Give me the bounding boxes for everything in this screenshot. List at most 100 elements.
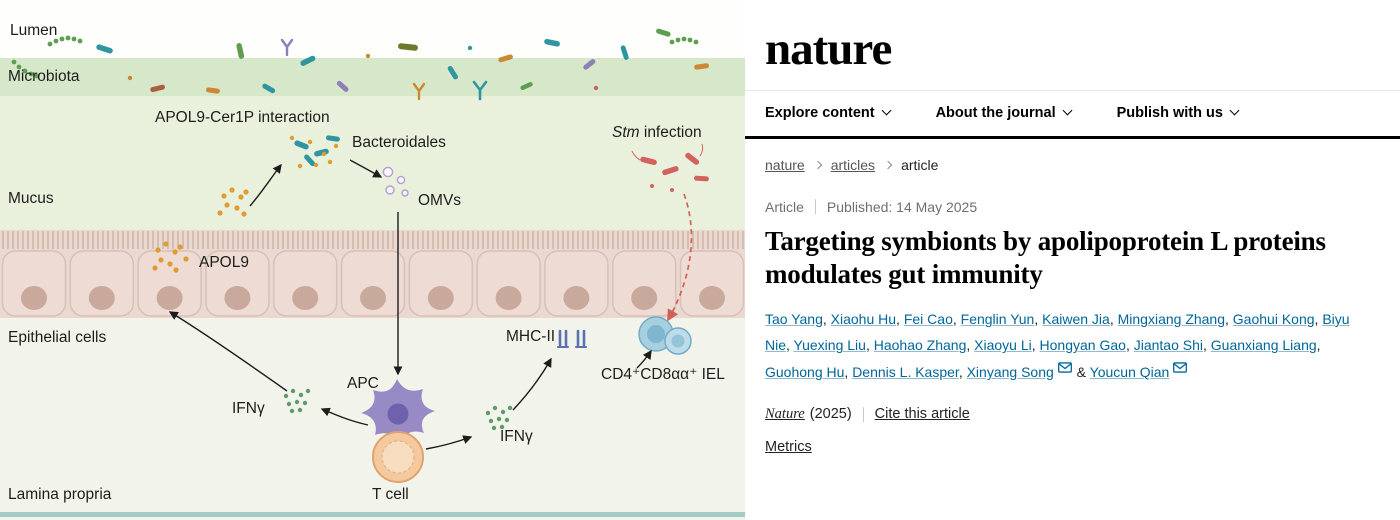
- epithelial-cell-row: [1, 250, 745, 317]
- brush-border: [2, 231, 744, 249]
- journal-year: (2025): [809, 406, 852, 423]
- author-link[interactable]: Fei Cao: [903, 310, 953, 327]
- author-separator: ,: [1031, 337, 1040, 354]
- breadcrumb-nature[interactable]: nature: [765, 156, 805, 173]
- t-cell-shape: [372, 431, 424, 483]
- author-separator: ,: [1125, 337, 1134, 354]
- label-apol9-cer1p: APOL9-Cer1P interaction: [155, 109, 330, 126]
- author-link[interactable]: Guanxiang Liang: [1210, 337, 1317, 354]
- author-separator: ,: [896, 310, 904, 327]
- author-separator: ,: [1034, 310, 1043, 327]
- author-separator: ,: [966, 337, 975, 354]
- bacteroidales-cluster: [289, 135, 340, 169]
- author-link[interactable]: Tao Yang: [765, 310, 823, 327]
- nav-label: About the journal: [935, 104, 1056, 121]
- label-apol9: APOL9: [199, 254, 249, 271]
- article-page: nature Explore content About the journal…: [745, 0, 1400, 520]
- nature-logo[interactable]: nature: [765, 23, 892, 75]
- published-date: Published: 14 May 2025: [826, 198, 978, 215]
- article-meta: Article Published: 14 May 2025: [765, 199, 1372, 215]
- citation-row: Nature (2025) Cite this article: [765, 406, 1372, 423]
- apc-cell: [361, 379, 435, 444]
- label-microbiota: Microbiota: [8, 68, 80, 85]
- nav-about-the-journal[interactable]: About the journal: [935, 104, 1073, 121]
- omv-icons: [382, 166, 409, 197]
- chevron-right-icon: [813, 160, 822, 170]
- author-link[interactable]: Xiaohu Hu: [830, 310, 897, 327]
- mhc2-icons: [557, 329, 587, 348]
- label-bacteroidales: Bacteroidales: [352, 134, 446, 151]
- figure-arrows: [168, 159, 652, 450]
- author-link[interactable]: Hongyan Gao: [1039, 337, 1126, 354]
- cite-link[interactable]: Cite this article: [874, 406, 970, 423]
- nav-explore-content[interactable]: Explore content: [765, 104, 892, 121]
- author-link[interactable]: Jiantao Shi: [1133, 337, 1203, 354]
- author-link[interactable]: Fenglin Yun: [960, 310, 1035, 327]
- author-separator: ,: [1314, 310, 1323, 327]
- author-link[interactable]: Kaiwen Jia: [1042, 310, 1110, 327]
- label-ifng-left: IFNγ: [232, 400, 265, 417]
- metrics-link[interactable]: Metrics: [765, 438, 812, 455]
- label-ifng-right: IFNγ: [500, 428, 533, 445]
- author-separator: ,: [1316, 337, 1321, 354]
- ifng-dots-left: [283, 388, 311, 414]
- chevron-down-icon: [1229, 105, 1240, 116]
- author-link[interactable]: Xiaoyu Li: [974, 337, 1032, 354]
- author-separator: ,: [1225, 310, 1233, 327]
- nav-label: Explore content: [765, 104, 875, 121]
- author-link[interactable]: Yuexing Liu: [793, 337, 866, 354]
- author-separator: ,: [844, 364, 853, 381]
- breadcrumb: nature articles article: [765, 157, 1372, 173]
- author-separator: ,: [822, 310, 831, 327]
- article-title: Targeting symbionts by apolipoprotein L …: [765, 225, 1326, 290]
- chevron-down-icon: [881, 105, 892, 116]
- apol9-dots: [152, 187, 249, 273]
- gut-immunity-figure: [0, 28, 745, 520]
- label-stm-infection: Stm infection: [612, 124, 702, 142]
- label-epithelial-cells: Epithelial cells: [8, 329, 107, 346]
- label-t-cell: T cell: [372, 486, 409, 503]
- separator-bar: [814, 199, 816, 215]
- author-link[interactable]: Gaohui Kong: [1232, 310, 1315, 327]
- microbiota-band: [0, 58, 745, 96]
- author-link[interactable]: Haohao Zhang: [873, 337, 967, 354]
- stm-bacteria-icons: [631, 143, 709, 192]
- separator-bar: [862, 406, 864, 422]
- author-separator: ,: [952, 310, 961, 327]
- nav-label: Publish with us: [1116, 104, 1223, 121]
- author-link[interactable]: Xinyang Song: [966, 364, 1054, 381]
- chevron-down-icon: [1062, 105, 1073, 116]
- stm-rest: infection: [639, 124, 702, 141]
- author-link[interactable]: Youcun Qian: [1089, 364, 1170, 381]
- infection-arrow: [667, 193, 693, 322]
- nav-publish-with-us[interactable]: Publish with us: [1116, 104, 1240, 121]
- label-iel: CD4⁺CD8αα⁺ IEL: [601, 366, 725, 383]
- breadcrumb-articles[interactable]: articles: [830, 156, 876, 173]
- author-link[interactable]: Biyu Nie: [765, 310, 1350, 354]
- author-link[interactable]: Mingxiang Zhang: [1117, 310, 1226, 327]
- author-separator: &: [1072, 364, 1090, 381]
- author-link[interactable]: Guohong Hu: [765, 364, 845, 381]
- author-separator: ,: [786, 337, 794, 354]
- article-type: Article: [765, 198, 804, 215]
- author-link[interactable]: Dennis L. Kasper: [852, 364, 959, 381]
- label-omvs: OMVs: [418, 192, 462, 209]
- journal-link[interactable]: Nature: [765, 405, 805, 422]
- label-mhc2: MHC-II: [506, 328, 556, 345]
- email-icon[interactable]: [1057, 362, 1072, 373]
- author-separator: ,: [1109, 310, 1118, 327]
- breadcrumb-article: article: [901, 156, 939, 173]
- site-nav: Explore content About the journal Publis…: [745, 89, 1400, 139]
- label-apc: APC: [347, 375, 379, 392]
- microbiota-bacteria-icons: [11, 28, 710, 101]
- figure-panel: Lumen Microbiota APOL9-Cer1P interaction…: [0, 22, 745, 520]
- author-separator: ,: [865, 337, 874, 354]
- author-separator: ,: [958, 364, 967, 381]
- basement-line: [0, 512, 745, 517]
- ifng-dots-right: [485, 405, 513, 431]
- label-mucus: Mucus: [8, 190, 54, 207]
- email-icon[interactable]: [1173, 362, 1188, 373]
- chevron-right-icon: [883, 160, 893, 170]
- mucus-region: [0, 96, 745, 230]
